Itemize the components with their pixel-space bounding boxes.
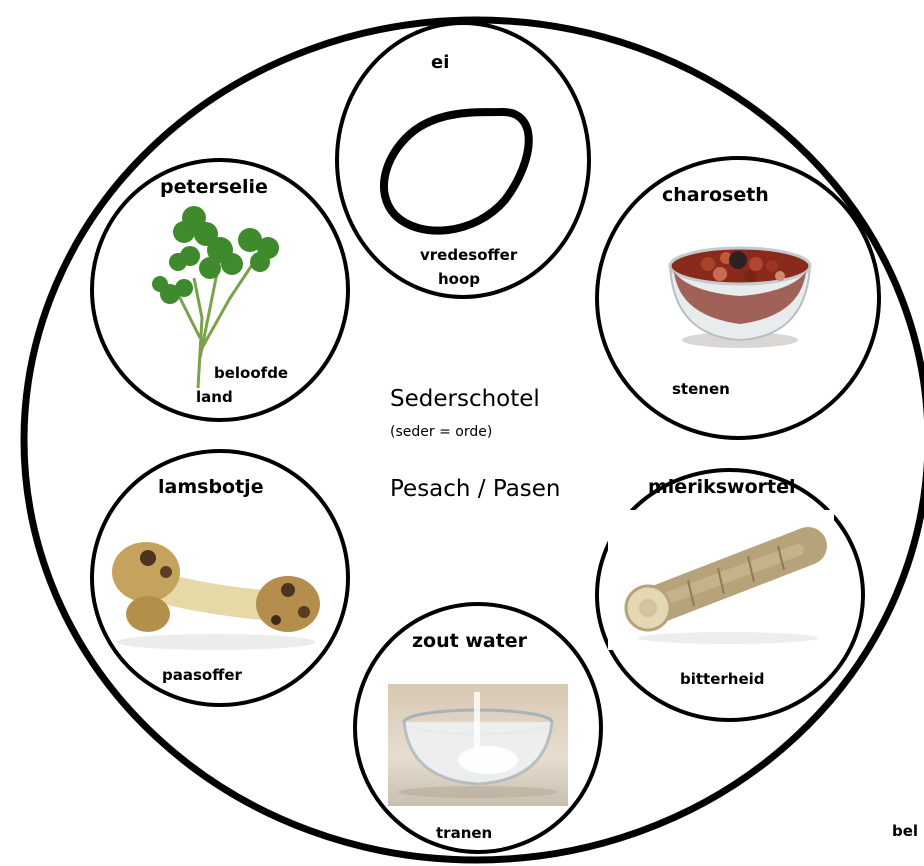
- saltwater-image: [388, 684, 568, 806]
- plate-title: Sederschotel: [390, 386, 540, 412]
- horseradish-image: [608, 510, 834, 650]
- charoseth-meaning: stenen: [672, 380, 730, 398]
- lambbone-label: lamsbotje: [158, 476, 264, 498]
- saltwater-meaning: tranen: [436, 824, 493, 842]
- egg-icon: [380, 107, 533, 235]
- charoseth-bowl-image: [660, 236, 820, 354]
- parsley-meaning-1: beloofde: [214, 364, 289, 382]
- lambbone-meaning: paasoffer: [162, 666, 242, 684]
- charoseth-label: charoseth: [662, 184, 769, 206]
- saltwater-label: zout water: [412, 630, 528, 652]
- plate-subtitle: (seder = orde): [390, 424, 493, 440]
- parsley-ring: [90, 158, 350, 422]
- egg-meaning-2: hoop: [438, 270, 481, 288]
- horseradish-meaning: bitterheid: [680, 670, 765, 688]
- egg-ring: [335, 21, 591, 299]
- holiday-title: Pesach / Pasen: [390, 476, 561, 502]
- parsley-meaning-2: land: [196, 388, 233, 406]
- parsley-label: peterselie: [160, 176, 268, 198]
- egg-label: ei: [431, 52, 450, 73]
- lambbone-image: [108, 524, 324, 652]
- edge-fragment-text: bel: [892, 822, 919, 840]
- horseradish-label: mierikswortel: [648, 476, 796, 498]
- egg-meaning-1: vredesoffer: [420, 246, 518, 264]
- parsley-image: [150, 198, 290, 394]
